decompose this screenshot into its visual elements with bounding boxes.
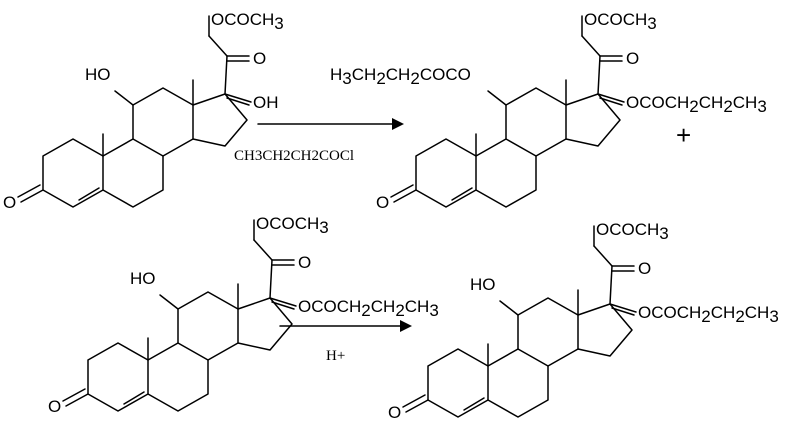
c11-butyrate-label: H3CH2CH2COCO [330, 65, 471, 88]
c17-hydroxyl-label: OH [253, 93, 279, 112]
reagent-butyryl-chloride: CH3CH2CH2COCl [234, 148, 354, 164]
c11-hydroxyl-label: HO [85, 65, 111, 84]
c3-oxygen-label: O [388, 403, 401, 422]
plus-sign: + [676, 120, 691, 150]
ketone-oxygen-label: O [298, 253, 311, 272]
c3-oxygen-label: O [3, 193, 16, 212]
side-chain-label: OCOCH3 [256, 214, 329, 237]
c17-butyrate-label: OCOCH2CH2CH3 [626, 93, 767, 116]
reaction-arrow-2 [279, 320, 412, 332]
c3-oxygen-label: O [376, 193, 389, 212]
c11-hydroxyl-label: HO [130, 269, 156, 288]
c3-oxygen-label: O [48, 397, 61, 416]
molecule-starting-material: OCOCH3 O HO OH O [3, 10, 284, 212]
ketone-oxygen-label: O [253, 49, 266, 68]
ketone-oxygen-label: O [626, 49, 639, 68]
c11-hydroxyl-label: HO [470, 275, 496, 294]
c17-butyrate-label: OCOCH2CH2CH3 [638, 303, 779, 326]
c17-butyrate-label: OCOCH2CH2CH3 [298, 297, 439, 320]
reagent-acid: H+ [326, 348, 345, 364]
side-chain-label: OCOCH3 [211, 10, 284, 33]
reaction-arrow-1 [257, 118, 404, 130]
side-chain-label: OCOCH3 [584, 10, 657, 33]
molecule-monoester-reactant: OCOCH3 O HO OCOCH2CH2CH3 O [48, 214, 439, 416]
molecule-diester-intermediate: OCOCH3 O H3CH2CH2COCO OCOCH2CH2CH3 O [330, 10, 767, 212]
molecule-product: OCOCH3 O HO OCOCH2CH2CH3 O [388, 220, 779, 422]
ketone-oxygen-label: O [638, 259, 651, 278]
side-chain-label: OCOCH3 [596, 220, 669, 243]
